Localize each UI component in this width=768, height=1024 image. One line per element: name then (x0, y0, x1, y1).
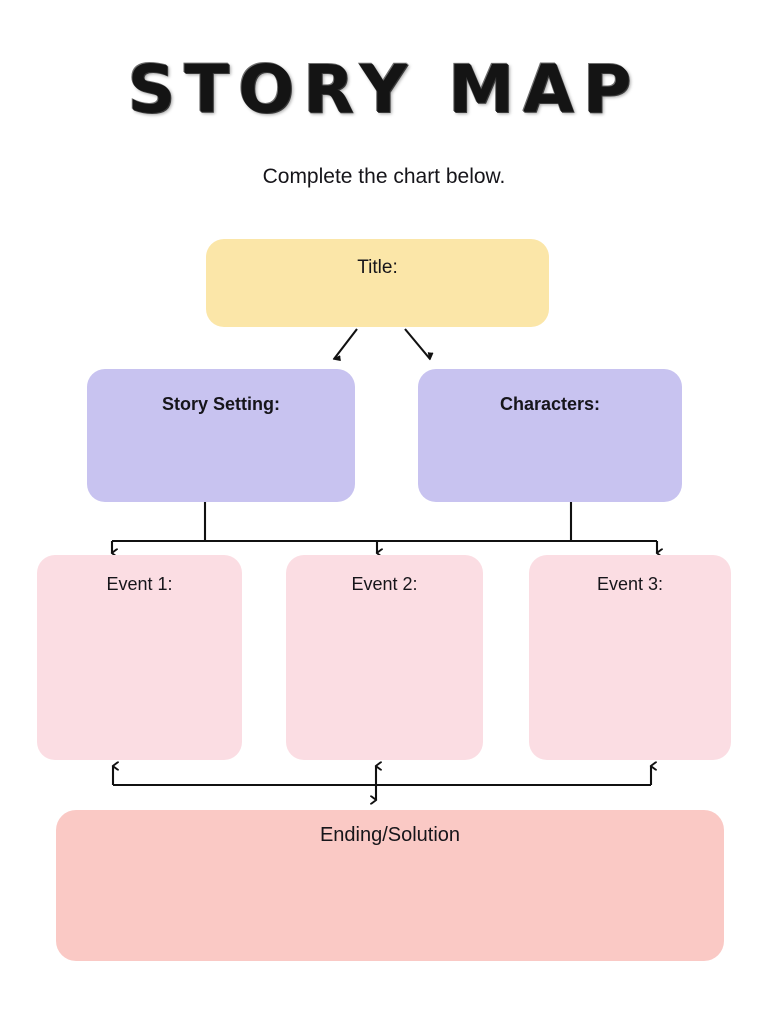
node-ending-solution-box[interactable]: Ending/Solution (56, 810, 724, 961)
edge-bus-events-to-ending (113, 766, 651, 800)
page-subtitle: Complete the chart below. (262, 165, 506, 188)
edge-title-to-setting (332, 328, 358, 361)
node-story-setting-label: Story Setting: (161, 394, 280, 414)
node-event-2-box[interactable]: Event 2: (286, 555, 483, 760)
node-title-box[interactable]: Title: (206, 239, 549, 327)
node-story-setting-box[interactable]: Story Setting: (87, 369, 355, 502)
page-title: STORY MAP (127, 51, 641, 128)
node-event-1-label: Event 1: (106, 574, 173, 594)
node-event-3-label: Event 3: (596, 574, 664, 594)
node-title-label: Title: (357, 257, 398, 278)
node-characters-label: Characters: (499, 394, 601, 414)
node-ending-solution-label: Ending/Solution (319, 824, 461, 846)
node-event-2-label: Event 2: (351, 574, 418, 594)
edge-bus-settings-to-events (112, 502, 657, 553)
node-characters-box[interactable]: Characters: (418, 369, 682, 502)
node-event-3-box[interactable]: Event 3: (529, 555, 731, 760)
node-event-1-box[interactable]: Event 1: (37, 555, 242, 760)
edge-title-to-characters (404, 328, 434, 361)
